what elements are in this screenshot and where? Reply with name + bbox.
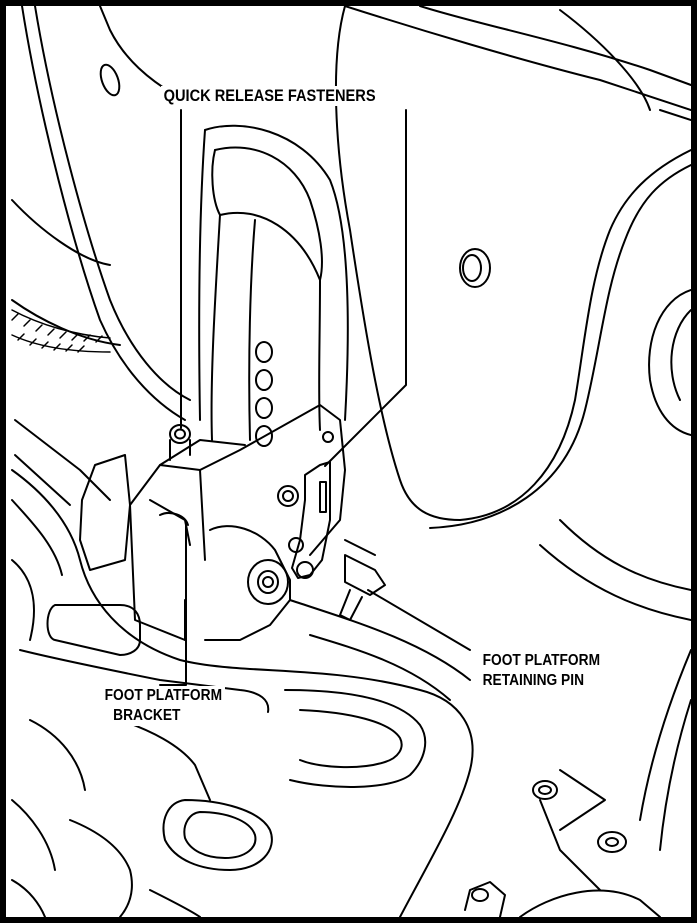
motor-housing <box>334 6 691 621</box>
retaining-pin-label-line-1: FOOT PLATFORM <box>482 652 601 669</box>
quick-release-fastener-right <box>277 461 331 579</box>
hanger-arm <box>198 124 349 441</box>
leader-lines <box>159 109 471 686</box>
tire-tread <box>11 309 111 353</box>
retaining-pin-label-line-2: RETAINING PIN <box>482 672 585 689</box>
foot-platform-line-drawing <box>11 6 691 917</box>
seat-cushion-outline <box>11 6 191 506</box>
foot-platform-bracket-label-line-2: BRACKET <box>113 707 181 724</box>
quick-release-fastener-left <box>169 424 191 461</box>
retaining-pin <box>339 539 386 621</box>
foot-platform-retaining-pin-label: FOOT PLATFORM RETAINING PIN <box>480 651 603 691</box>
foot-platform-bracket-label: FOOT PLATFORM BRACKET <box>102 686 225 726</box>
adjustment-holes <box>255 341 273 447</box>
foot-platform-bracket-label-line-1: FOOT PLATFORM <box>104 687 223 704</box>
quick-release-fasteners-label: QUICK RELEASE FASTENERS <box>161 86 379 106</box>
caster-hardware <box>464 649 691 917</box>
